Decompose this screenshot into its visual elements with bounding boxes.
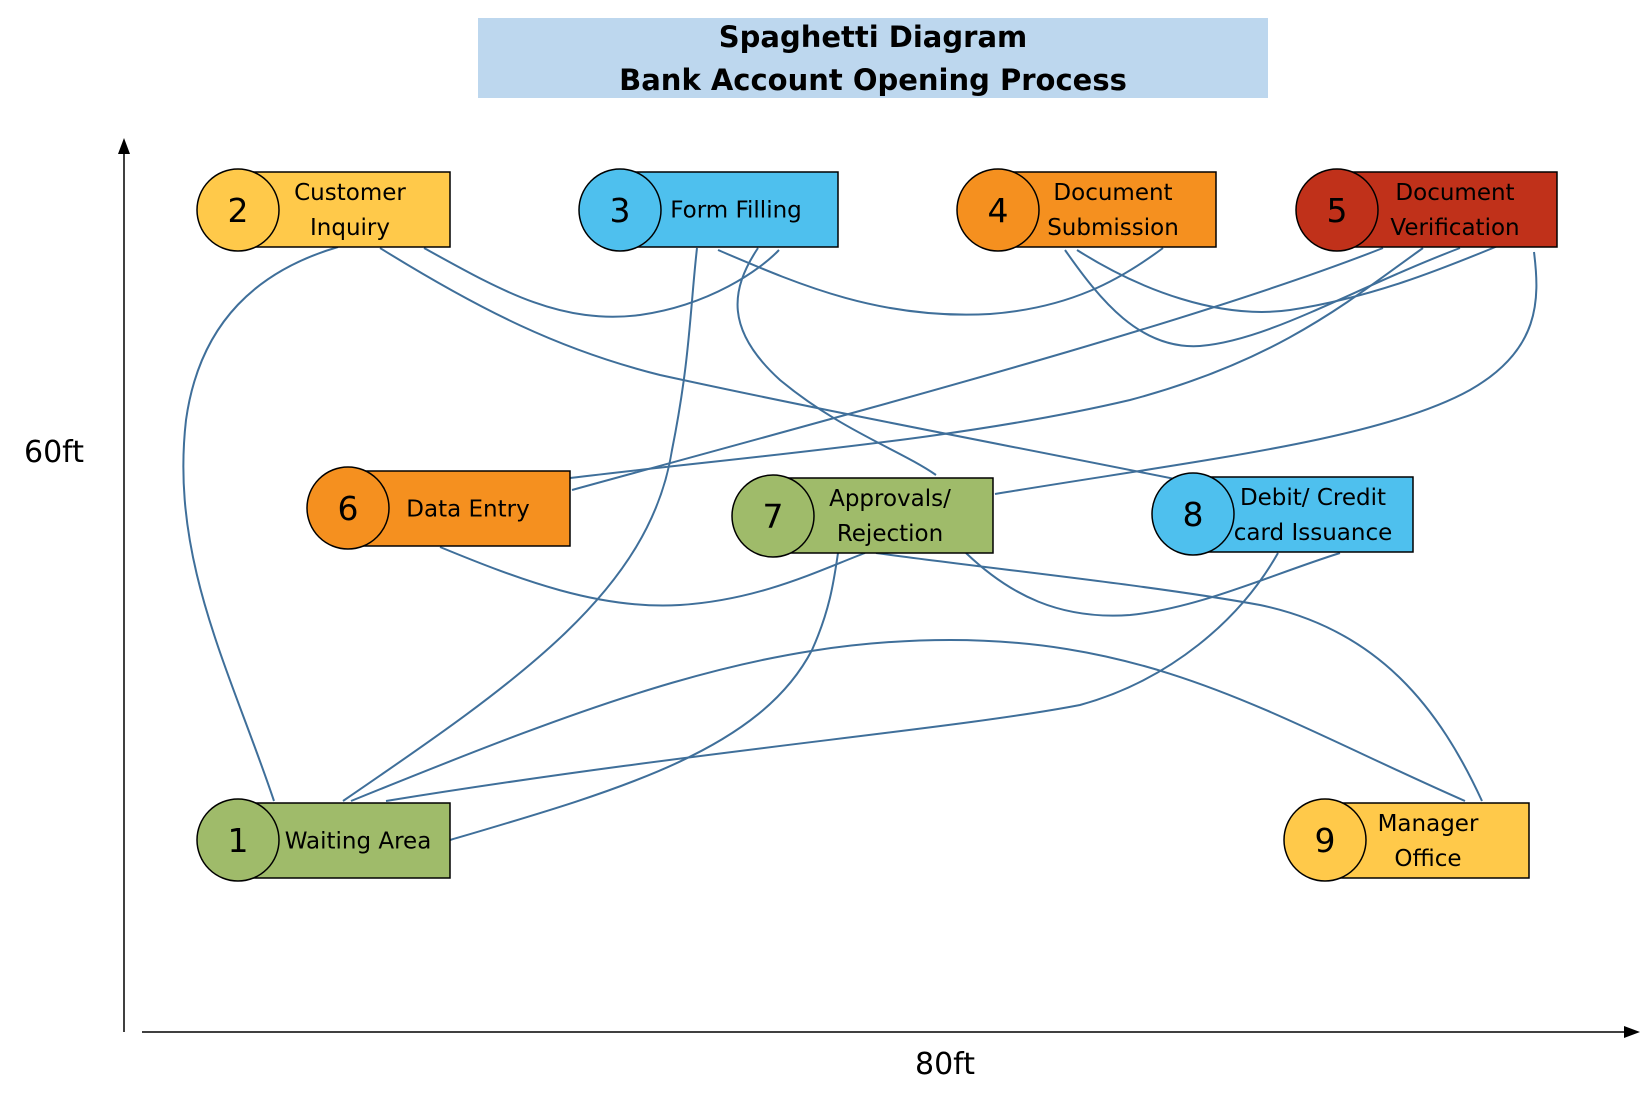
movement-paths (182, 242, 1538, 841)
path-5-to-7 (994, 251, 1538, 495)
path-1-to-9 (350, 638, 1466, 802)
node-form-filling: 3 Form Filling (578, 168, 839, 252)
x-axis-arrow-icon (1624, 1026, 1640, 1038)
node-number-circle (1283, 798, 1367, 882)
node-label: Debit/ Credit (1240, 485, 1386, 511)
path-2-to-3 (423, 247, 780, 318)
path-5-to-6b (569, 247, 1424, 479)
node-waiting-area: 1 Waiting Area (196, 798, 451, 882)
node-data-entry: 6 Data Entry (306, 466, 571, 550)
node-approvals-rejection: 7 Approvals/Rejection (731, 474, 994, 558)
node-number-circle (1151, 472, 1235, 556)
node-label: Waiting Area (285, 829, 432, 855)
node-label: card Issuance (1234, 520, 1393, 546)
path-7-to-8 (965, 552, 1341, 617)
node-number-circle (956, 168, 1040, 252)
axes: 60ft 80ft (24, 138, 1640, 1082)
path-4-to-5-loop (1064, 247, 1461, 348)
node-number: 6 (338, 489, 359, 528)
node-label: Verification (1390, 215, 1519, 241)
node-label: Form Filling (670, 198, 802, 224)
path-1-to-7 (449, 552, 839, 841)
node-label: Inquiry (310, 215, 390, 241)
node-number: 5 (1327, 191, 1348, 230)
node-number: 9 (1315, 821, 1336, 860)
path-1-to-3 (342, 247, 698, 802)
y-axis-arrow-icon (118, 138, 130, 154)
node-number-circle (306, 466, 390, 550)
node-label: Document (1395, 180, 1514, 206)
x-axis-label: 80ft (915, 1047, 975, 1082)
node-number-circle (1295, 168, 1379, 252)
node-label: Approvals/ (829, 486, 951, 512)
title-banner (478, 18, 1268, 98)
path-5-to-6 (571, 247, 1384, 491)
node-label: Customer (294, 180, 406, 206)
path-2-to-8 (379, 247, 1181, 481)
path-6-to-7 (439, 546, 866, 607)
title-line-1: Spaghetti Diagram (719, 20, 1027, 54)
node-label: Submission (1047, 215, 1179, 241)
y-axis-label: 60ft (24, 435, 84, 470)
node-number: 1 (228, 821, 249, 860)
node-label: Manager (1378, 811, 1479, 837)
diagram-title: Spaghetti Diagram Bank Account Opening P… (478, 18, 1268, 98)
node-number-circle (196, 798, 280, 882)
node-number: 8 (1183, 495, 1204, 534)
path-1-to-8 (385, 552, 1279, 802)
node-number-circle (731, 474, 815, 558)
node-label: Data Entry (406, 497, 529, 523)
node-number: 3 (610, 191, 631, 230)
node-label: Document (1053, 180, 1172, 206)
path-7-to-9 (875, 552, 1483, 802)
title-line-2: Bank Account Opening Process (619, 63, 1127, 97)
node-number: 7 (763, 497, 784, 536)
node-number: 2 (228, 191, 249, 230)
node-number-circle (196, 168, 280, 252)
path-3-to-4 (717, 247, 1164, 316)
path-3-to-7 (736, 247, 937, 476)
path-4-to-5 (1076, 242, 1506, 313)
node-number: 4 (988, 191, 1009, 230)
node-label: Office (1394, 846, 1461, 872)
node-number-circle (578, 168, 662, 252)
path-1-to-2 (182, 246, 339, 802)
node-debit-credit-card-issuance: 8 Debit/ Credit card Issuance (1151, 472, 1414, 556)
node-label: Rejection (837, 521, 943, 547)
